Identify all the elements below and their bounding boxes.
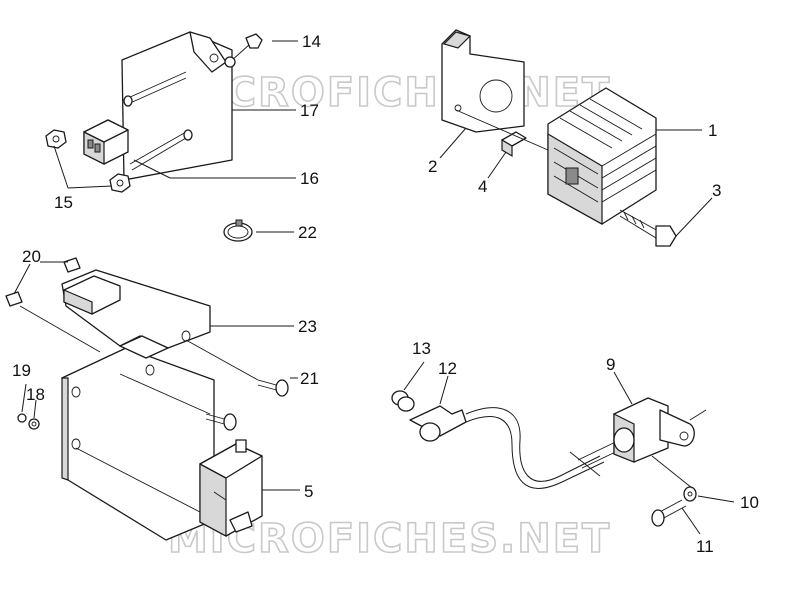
callout-18: 18 — [26, 385, 45, 404]
bracket-2 — [441, 29, 525, 133]
clips-20 — [5, 257, 81, 307]
bolt-14 — [224, 33, 263, 68]
leader-lines — [13, 40, 735, 535]
tab-block — [63, 275, 121, 315]
hose-connector-12 — [409, 405, 467, 442]
sensor-9 — [577, 397, 695, 469]
callout-23: 23 — [298, 317, 317, 336]
callout-15: 15 — [54, 193, 73, 212]
callout-12: 12 — [438, 359, 457, 378]
callout-21: 21 — [300, 369, 319, 388]
screw-11-washer-10 — [651, 486, 697, 527]
callout-10: 10 — [740, 493, 759, 512]
callout-5: 5 — [304, 482, 313, 501]
callout-2: 2 — [428, 157, 437, 176]
callout-14: 14 — [302, 32, 321, 51]
callout-22: 22 — [298, 223, 317, 242]
studs — [123, 71, 193, 171]
hose — [465, 407, 605, 489]
guide-lines — [19, 109, 707, 513]
callout-16: 16 — [300, 169, 319, 188]
callout-19: 19 — [12, 361, 31, 380]
bolt-3 — [619, 209, 677, 247]
callout-13: 13 — [412, 339, 431, 358]
callout-9: 9 — [606, 355, 615, 374]
callout-4: 4 — [478, 177, 487, 196]
watermark-top: MICROFICHES.NET — [168, 70, 611, 116]
nuts-15 — [45, 129, 131, 193]
mounting-plate-17 — [121, 31, 233, 181]
relay-16 — [83, 119, 129, 165]
clip-4 — [501, 131, 527, 158]
callout-labels: 14 17 16 15 22 1 2 4 3 20 23 21 19 18 5 … — [12, 32, 759, 556]
ignition-coil-5 — [199, 439, 263, 538]
clamp-22 — [223, 219, 253, 242]
regulator-1 — [547, 87, 657, 226]
grommet-13 — [391, 390, 415, 412]
washers-18-19 — [17, 413, 40, 430]
callout-1: 1 — [708, 121, 717, 140]
callout-3: 3 — [712, 181, 721, 200]
callout-20: 20 — [22, 247, 41, 266]
callout-17: 17 — [300, 101, 319, 120]
callout-11: 11 — [696, 537, 714, 556]
screw-21 — [205, 379, 289, 431]
